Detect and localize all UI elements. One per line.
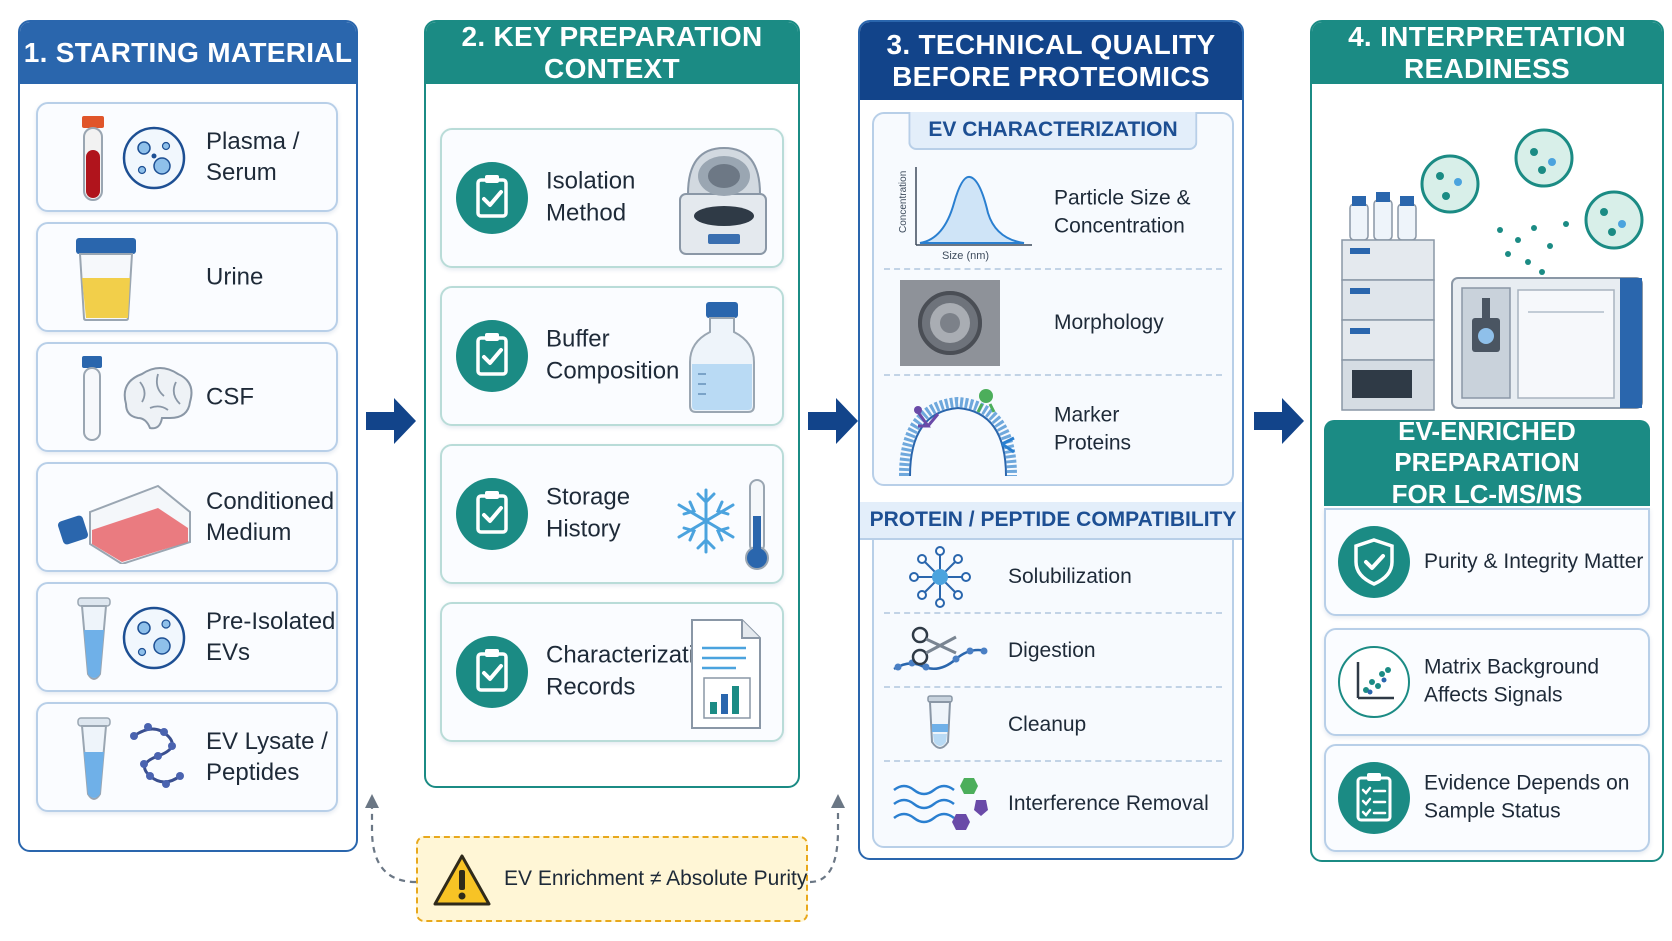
row-label: Interference Removal bbox=[1008, 791, 1209, 815]
flow-arrow-icon bbox=[366, 398, 416, 444]
panel-starting-material: 1. STARTING MATERIAL Plasma / Serum Urin… bbox=[18, 20, 358, 852]
card-label: Plasma / Serum bbox=[206, 127, 300, 186]
lc-ms-instrument-icon bbox=[1341, 128, 1644, 411]
flow-arrow-icon bbox=[808, 398, 858, 444]
row-morphology: Morphology bbox=[884, 272, 1222, 376]
card-matrix-background: Matrix Background Affects Signals bbox=[1324, 628, 1650, 736]
panel-title-line2: BEFORE PROTEOMICS bbox=[892, 61, 1210, 92]
row-particle-size: Concentration Size (nm) Particle Size & … bbox=[884, 158, 1222, 270]
panel-title: 4. INTERPRETATION READINESS bbox=[1312, 22, 1662, 84]
membrane-marker-icon bbox=[899, 389, 1017, 477]
section-tab: EV CHARACTERIZATION bbox=[908, 112, 1198, 150]
row-label: Particle Size & Concentration bbox=[1054, 186, 1191, 238]
size-distribution-icon: Concentration Size (nm) bbox=[898, 167, 1032, 262]
row-label: Marker Proteins bbox=[1054, 403, 1132, 455]
warning-box: EV Enrichment ≠ Absolute Purity bbox=[416, 836, 808, 922]
card-label: Storage History bbox=[546, 483, 631, 543]
micelle-icon bbox=[909, 546, 971, 608]
row-label: Morphology bbox=[1054, 310, 1164, 334]
ev-enriched-banner: EV-ENRICHED PREPARATION FOR LC-MS/MS bbox=[1324, 416, 1650, 509]
scissors-icon bbox=[893, 626, 988, 671]
dashed-connector-lines bbox=[365, 794, 845, 884]
panel-title: 2. KEY PREPARATION CONTEXT bbox=[426, 22, 798, 84]
card-label: Buffer Composition bbox=[546, 325, 680, 385]
panel-key-preparation-context: 2. KEY PREPARATION CONTEXT Isolation Met… bbox=[424, 20, 800, 788]
scatter-plot-icon bbox=[1338, 646, 1410, 718]
report-document-icon bbox=[691, 619, 761, 729]
card-label: Conditioned Medium bbox=[206, 487, 335, 546]
chart-ylabel: Concentration bbox=[898, 171, 909, 233]
card-evidence-status: Evidence Depends on Sample Status bbox=[1324, 744, 1650, 852]
panel-title: 3. TECHNICAL QUALITY BEFORE PROTEOMICS bbox=[860, 22, 1242, 100]
clipboard-check-icon bbox=[456, 636, 528, 708]
blood-tube-icon bbox=[82, 116, 186, 201]
card-label: Purity & Integrity Matter bbox=[1424, 549, 1644, 573]
ev-vesicle-icon bbox=[1420, 128, 1644, 250]
protein-peptide-compatibility-box: PROTEIN / PEPTIDE COMPATIBILITY Solubili… bbox=[860, 502, 1242, 848]
clipboard-check-icon bbox=[456, 478, 528, 550]
card-ev-lysate: EV Lysate / Peptides bbox=[36, 702, 338, 812]
card-isolation-method: Isolation Method bbox=[440, 128, 784, 268]
row-marker-proteins: Marker Proteins bbox=[884, 378, 1222, 482]
em-vesicle-icon bbox=[900, 280, 1000, 366]
card-purity-integrity: Purity & Integrity Matter bbox=[1324, 508, 1650, 616]
snowflake-thermometer-icon bbox=[677, 479, 769, 570]
card-label: EV Lysate / Peptides bbox=[206, 727, 328, 786]
row-digestion: Digestion bbox=[884, 616, 1222, 688]
warning-icon bbox=[433, 854, 491, 906]
row-solubilization: Solubilization bbox=[884, 542, 1222, 614]
centrifuge-icon bbox=[679, 146, 767, 255]
card-label: Evidence Depends on Sample Status bbox=[1424, 771, 1630, 823]
spin-column-icon bbox=[927, 695, 953, 749]
card-conditioned-medium: Conditioned Medium bbox=[36, 462, 338, 572]
section-tab: PROTEIN / PEPTIDE COMPATIBILITY bbox=[860, 502, 1242, 540]
card-label: Isolation Method bbox=[546, 167, 636, 227]
culture-flask-icon bbox=[57, 484, 191, 564]
card-csf: CSF bbox=[36, 342, 338, 452]
card-plasma-serum: Plasma / Serum bbox=[36, 102, 338, 212]
card-urine: Urine bbox=[36, 222, 338, 332]
peptide-chain-icon bbox=[77, 717, 184, 800]
card-label: Matrix Background Affects Signals bbox=[1424, 655, 1600, 707]
row-label: Digestion bbox=[1008, 638, 1096, 662]
row-label: Cleanup bbox=[1008, 712, 1087, 736]
clipboard-check-icon bbox=[456, 162, 528, 234]
card-characterization-records: Characterization Records bbox=[440, 602, 784, 742]
card-label: Pre-Isolated EVs bbox=[206, 607, 336, 666]
chart-xlabel: Size (nm) bbox=[942, 250, 989, 262]
card-label: Urine bbox=[206, 263, 264, 291]
brain-icon bbox=[82, 356, 193, 441]
card-label: CSF bbox=[206, 383, 254, 411]
wave-shapes-icon bbox=[893, 778, 988, 830]
ev-characterization-box: EV CHARACTERIZATION Concentration Size (… bbox=[872, 112, 1234, 486]
panel-title: 1. STARTING MATERIAL bbox=[20, 22, 356, 84]
card-storage-history: Storage History bbox=[440, 444, 784, 584]
shield-check-icon bbox=[1338, 526, 1410, 598]
row-interference-removal: Interference Removal bbox=[884, 764, 1222, 844]
clipboard-check-icon bbox=[456, 320, 528, 392]
checklist-icon bbox=[1338, 762, 1410, 834]
flow-arrow-icon bbox=[1254, 398, 1304, 444]
urine-cup-icon bbox=[76, 238, 136, 321]
panel-title-line1: 3. TECHNICAL QUALITY bbox=[886, 28, 1216, 60]
card-pre-isolated-evs: Pre-Isolated EVs bbox=[36, 582, 338, 692]
row-label: Solubilization bbox=[1008, 564, 1132, 588]
panel-technical-quality: 3. TECHNICAL QUALITY BEFORE PROTEOMICS E… bbox=[858, 20, 1244, 860]
panel-interpretation-readiness: 4. INTERPRETATION READINESS bbox=[1310, 20, 1664, 862]
card-buffer-composition: Buffer Composition bbox=[440, 286, 784, 426]
warning-label: EV Enrichment ≠ Absolute Purity bbox=[504, 867, 808, 890]
microtube-icon bbox=[77, 597, 186, 680]
row-cleanup: Cleanup bbox=[884, 690, 1222, 762]
buffer-bottle-icon bbox=[689, 302, 755, 413]
